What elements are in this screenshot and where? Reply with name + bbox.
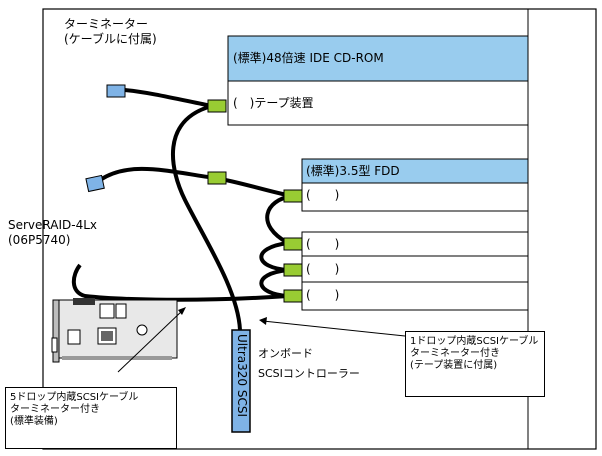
card-component <box>136 324 148 336</box>
callout-5drop-line3: (標準装備) <box>10 416 58 427</box>
callout-1drop-line3: (テープ装置に付属) <box>410 360 498 371</box>
card-edge-connector <box>62 356 172 360</box>
cable-1drop-terminator-segment <box>123 88 213 108</box>
card-chip <box>67 329 81 345</box>
bay-slot4-label: ( ) <box>306 288 340 302</box>
bay-fdd-label: (標準)3.5型 FDD <box>306 164 400 178</box>
ultra320-connector <box>231 329 251 433</box>
terminator-label: ターミネーター (ケーブルに付属) <box>64 17 157 47</box>
bay-slot2-label: ( ) <box>306 237 340 251</box>
raid-card-part: (06P5740) <box>8 233 71 247</box>
cable-1drop <box>170 104 242 331</box>
bay-tape <box>227 80 529 126</box>
raid-card-label: ServeRAID-4Lx (06P5740) <box>8 218 97 248</box>
card-scsi-header <box>73 298 95 305</box>
onboard-label-line2: SCSIコントローラー <box>258 367 360 380</box>
terminator-label-line2: (ケーブルに付属) <box>64 32 157 46</box>
connector-slot2 <box>283 237 303 251</box>
serveraid-card <box>51 298 178 363</box>
connector-slot1 <box>283 189 303 203</box>
ultra320-label: Ultra320 SCSI <box>235 334 249 417</box>
bay-slot4 <box>301 281 529 311</box>
arrow-5drop-line <box>117 309 184 373</box>
terminator-5drop <box>85 174 105 193</box>
bay-slot1-label: ( ) <box>306 188 340 202</box>
callout-1drop-line1: 1ドロップ内蔵SCSIケーブル <box>410 336 539 347</box>
connector-5drop-mid <box>207 171 227 185</box>
bay-slot2 <box>301 231 529 257</box>
callout-5drop-line1: 5ドロップ内蔵SCSIケーブル <box>10 392 139 403</box>
card-chip <box>115 303 127 319</box>
card-chip <box>99 303 115 319</box>
bay-cdrom-label: (標準)48倍速 IDE CD-ROM <box>233 51 384 65</box>
callout-1drop-cable: 1ドロップ内蔵SCSIケーブル ターミネーター付き (テープ装置に付属) <box>405 331 545 397</box>
bay-slot3-label: ( ) <box>306 262 340 276</box>
card-bracket <box>52 299 60 363</box>
card-processor-die <box>101 331 113 341</box>
callout-1drop-line2: ターミネーター付き <box>410 348 500 359</box>
arrow-1drop-head <box>259 317 267 325</box>
connector-tape <box>207 99 227 113</box>
connector-slot3 <box>283 263 303 277</box>
callout-5drop-line2: ターミネーター付き <box>10 404 100 415</box>
raid-card-name: ServeRAID-4Lx <box>8 218 98 232</box>
onboard-label-line1: オンボード <box>258 347 313 360</box>
cable-5drop-terminator-segment <box>98 166 216 182</box>
connector-slot4 <box>283 289 303 303</box>
terminator-1drop <box>106 84 126 98</box>
bay-cdrom <box>227 35 529 82</box>
callout-5drop-cable: 5ドロップ内蔵SCSIケーブル ターミネーター付き (標準装備) <box>5 387 177 449</box>
arrow-1drop-line <box>262 320 406 337</box>
bay-tape-label: ( )テープ装置 <box>233 96 314 110</box>
terminator-label-line1: ターミネーター <box>64 17 149 31</box>
arrow-5drop-head <box>178 307 186 315</box>
card-bracket-port <box>51 337 58 353</box>
